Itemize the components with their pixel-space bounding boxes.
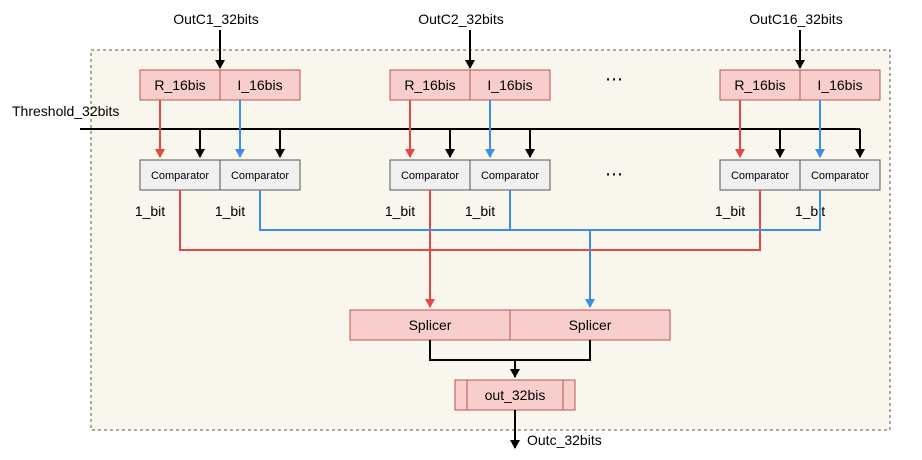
bit-label: 1_bit	[215, 203, 245, 219]
ellipsis-middle: ⋯	[605, 164, 625, 184]
comparator-real-c1	[139, 159, 221, 191]
real-label-c2: R_16bis	[404, 77, 455, 93]
real-label-c1: R_16bis	[154, 77, 205, 93]
bit-label: 1_bit	[795, 203, 825, 219]
bit-label: 1_bit	[385, 203, 415, 219]
ellipsis-top: ⋯	[605, 69, 625, 89]
imag-bit-path-c16	[590, 190, 821, 231]
comparator-label: Comparator	[731, 170, 789, 182]
bit-label: 1_bit	[135, 203, 165, 219]
out-box-label: out_32bis	[485, 387, 546, 403]
comparator-real-c16	[719, 159, 801, 191]
real-box-c2	[389, 69, 471, 101]
imag-box-c2	[469, 69, 551, 101]
output-label: Outc_32bits	[527, 432, 602, 448]
bit-label: 1_bit	[465, 203, 495, 219]
comparator-label: Comparator	[481, 170, 539, 182]
splicer-label: Splicer	[409, 317, 452, 333]
imag-bit-path-c1	[259, 190, 590, 231]
comparator-label: Comparator	[401, 170, 459, 182]
splicer-imag	[509, 309, 671, 341]
real-bit-path-c16	[430, 190, 761, 251]
bit-label: 1_bit	[715, 203, 745, 219]
imag-label-c2: I_16bis	[487, 77, 532, 93]
real-box-c16	[719, 69, 801, 101]
input-label-c1: OutC1_32bits	[173, 11, 259, 27]
comparator-label: Comparator	[151, 170, 209, 182]
imag-label-c1: I_16bis	[237, 77, 282, 93]
comparator-imag-c1	[219, 159, 301, 191]
imag-box-c1	[219, 69, 301, 101]
comparator-real-c2	[389, 159, 471, 191]
threshold-label: Threshold_32bits	[12, 103, 119, 119]
input-label-c2: OutC2_32bits	[418, 11, 504, 27]
comparator-label: Comparator	[811, 170, 869, 182]
real-bit-path-c1	[179, 190, 430, 251]
imag-label-c16: I_16bis	[817, 77, 862, 93]
splicer-real	[349, 309, 511, 341]
out-box	[454, 379, 576, 411]
imag-box-c16	[799, 69, 881, 101]
input-label-c16: OutC16_32bits	[749, 11, 842, 27]
real-box-c1	[139, 69, 221, 101]
comparator-label: Comparator	[231, 170, 289, 182]
comparator-imag-c2	[469, 159, 551, 191]
splicer-label: Splicer	[569, 317, 612, 333]
splicer-merge-path	[429, 340, 591, 361]
comparator-imag-c16	[799, 159, 881, 191]
real-label-c16: R_16bis	[734, 77, 785, 93]
